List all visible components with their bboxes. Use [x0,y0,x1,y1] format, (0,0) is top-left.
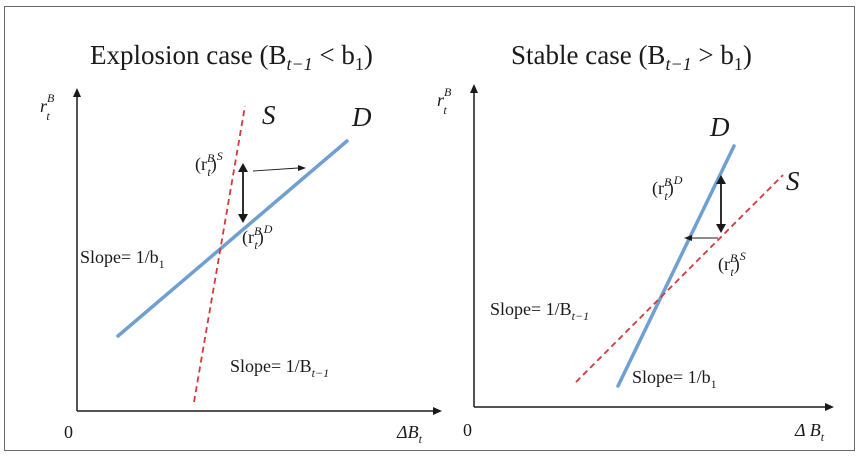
left-demand-line [116,139,349,338]
right-slope-demand-label: Slope= 1/b1 [632,367,717,391]
left-horizontal-arrow [252,167,299,172]
left-x-axis-label: ΔBt [396,422,423,446]
left-origin-label: 0 [64,422,73,442]
right-demand-line [616,144,736,388]
figure-frame [4,6,855,451]
left-gap-arrow-up [238,163,248,172]
left-horizontal-arrowhead [298,165,306,171]
right-origin-label: 0 [463,420,472,440]
left-supply-line [193,105,246,403]
right-gap-arrow-down [716,224,726,233]
right-supply-line [575,174,784,383]
right-gap-arrow-up [716,175,726,184]
left-slope-supply-label: Slope= 1/Bt−1 [230,356,329,380]
left-d-label: D [351,102,372,132]
right-x-axis-label: Δ Bt [794,420,825,444]
right-d-label: D [709,112,730,142]
right-title: Stable case (Bt−1 > b1) [511,40,752,74]
right-s-label: S [786,166,800,196]
right-slope-supply-label: Slope= 1/Bt−1 [490,299,589,323]
right-horizontal-arrowhead [684,235,692,241]
left-slope-demand-label: Slope= 1/b1 [80,247,165,271]
left-gap-arrow-down [238,214,248,223]
left-s-label: S [262,100,276,130]
left-title: Explosion case (Bt−1 < b1) [90,40,373,74]
